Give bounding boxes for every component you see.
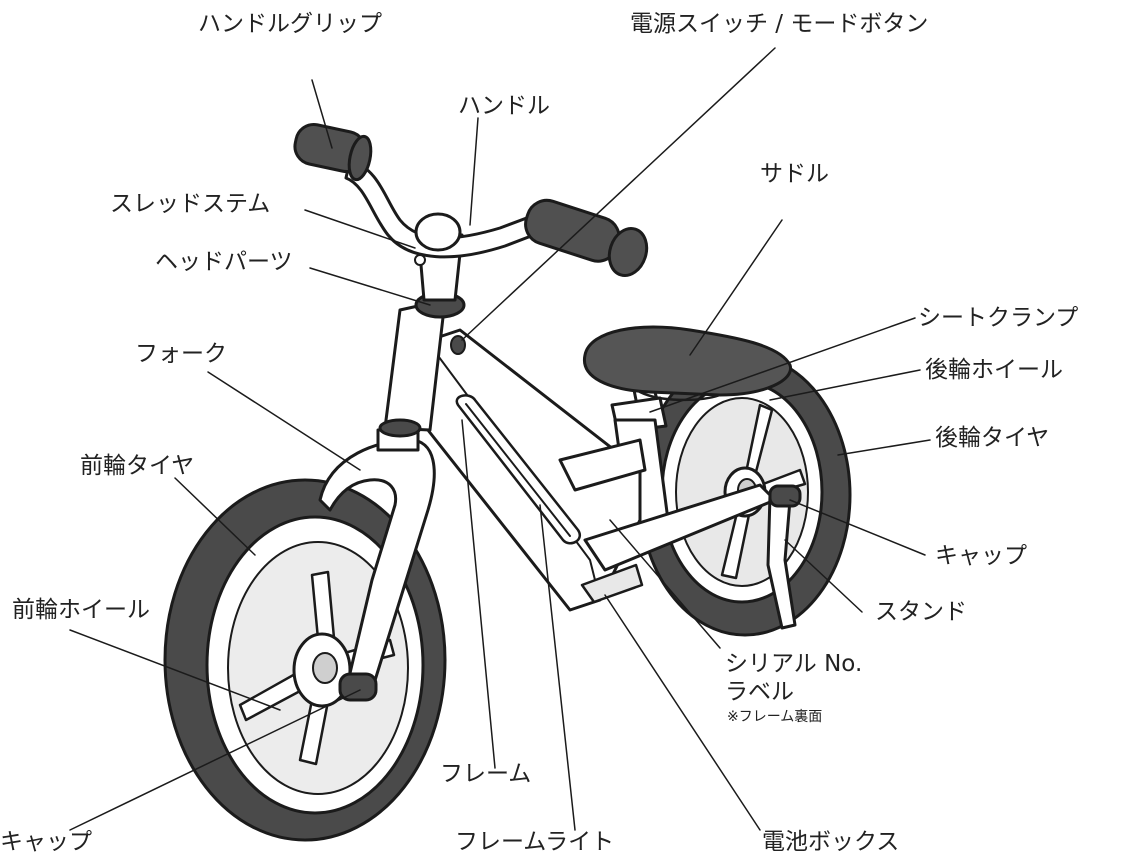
battery-box <box>580 563 644 604</box>
label-battery-box: 電池ボックス <box>762 829 900 855</box>
leader-lines <box>69 47 931 831</box>
label-front-tire: 前輪タイヤ <box>80 453 195 479</box>
label-head-parts: ヘッドパーツ <box>155 249 293 275</box>
handlebar-group <box>293 123 649 277</box>
label-thread-stem: スレッドステム <box>110 191 271 217</box>
label-rear-cap: キャップ <box>935 543 1027 569</box>
label-power-switch: 電源スイッチ / モードボタン <box>630 11 929 37</box>
fork-group <box>318 428 436 702</box>
label-seat-clamp: シートクランプ <box>918 305 1079 331</box>
saddle <box>583 325 792 397</box>
label-rear-wheel: 後輪ホイール <box>925 357 1063 383</box>
label-handle: ハンドル <box>458 93 550 119</box>
fork <box>318 438 436 692</box>
label-serial-line2: ラベル <box>725 679 794 705</box>
label-handle-grip: ハンドルグリップ <box>198 11 382 37</box>
front-cap <box>338 672 378 702</box>
seat-stay <box>558 438 647 492</box>
label-stand: スタンド <box>875 599 967 625</box>
label-frame: フレーム <box>440 761 532 787</box>
label-rear-tire: 後輪タイヤ <box>935 425 1050 451</box>
label-front-cap: キャップ <box>0 829 92 855</box>
label-serial-note: ※フレーム裏面 <box>727 709 823 725</box>
label-front-wheel: 前輪ホイール <box>12 597 150 623</box>
label-fork: フォーク <box>135 341 227 367</box>
label-serial-line1: シリアル No. <box>725 651 863 677</box>
label-saddle: サドル <box>760 161 829 187</box>
label-frame-light: フレームライト <box>455 829 615 855</box>
frame-group <box>418 328 802 630</box>
